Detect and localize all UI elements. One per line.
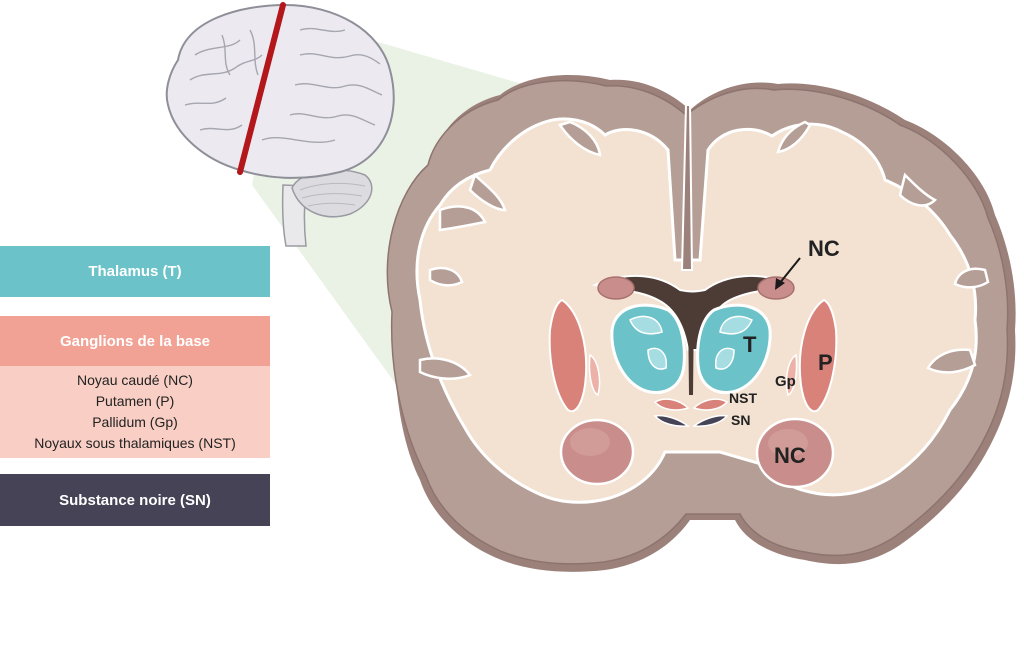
legend-ganglions-title: Ganglions de la base: [0, 316, 270, 366]
label-nc-bottom: NC: [774, 443, 806, 468]
label-nc-top: NC: [808, 236, 840, 261]
pallidum-left: [588, 353, 601, 397]
label-sn: SN: [731, 412, 750, 428]
nc-arrow: [778, 257, 801, 285]
legend-item: Pallidum (Gp): [92, 414, 178, 430]
legend-ganglions-list: Noyau caudé (NC) Putamen (P) Pallidum (G…: [0, 366, 270, 458]
lateral-brain: [165, 2, 395, 247]
legend-item: Putamen (P): [95, 393, 175, 409]
label-t: T: [743, 332, 757, 357]
section-line: [237, 2, 286, 175]
longitudinal-fissure: [680, 104, 694, 271]
nst-left: [653, 398, 690, 411]
legend-thalamus-label: Thalamus (T): [88, 263, 182, 280]
gyri-lines: [184, 27, 383, 144]
nc-arrowhead: [775, 278, 785, 290]
putamen-left: [548, 298, 588, 413]
legend-ganglions-title-label: Ganglions de la base: [59, 332, 211, 350]
legend-substance-noire-label: Substance noire (SN): [59, 491, 211, 509]
coronal-section: [386, 75, 1016, 572]
sulci: [418, 120, 990, 380]
putamen-right: [798, 298, 838, 413]
label-nst: NST: [729, 390, 757, 406]
sn-right: [691, 414, 729, 427]
label-gp: Gp: [775, 373, 796, 390]
legend-thalamus: Thalamus (T): [0, 246, 270, 297]
thalamus: [610, 303, 772, 395]
cerebrum: [165, 3, 395, 179]
caudate-left-top: [597, 276, 635, 300]
pallidum-right: [785, 353, 798, 397]
legend-substance-noire: Substance noire (SN): [0, 474, 270, 526]
legend-item: Noyaux sous thalamiques (NST): [34, 435, 236, 451]
legend-item: Noyau caudé (NC): [77, 372, 193, 388]
sn-left: [653, 414, 691, 427]
label-p: P: [818, 350, 833, 375]
nst-right: [692, 398, 729, 411]
